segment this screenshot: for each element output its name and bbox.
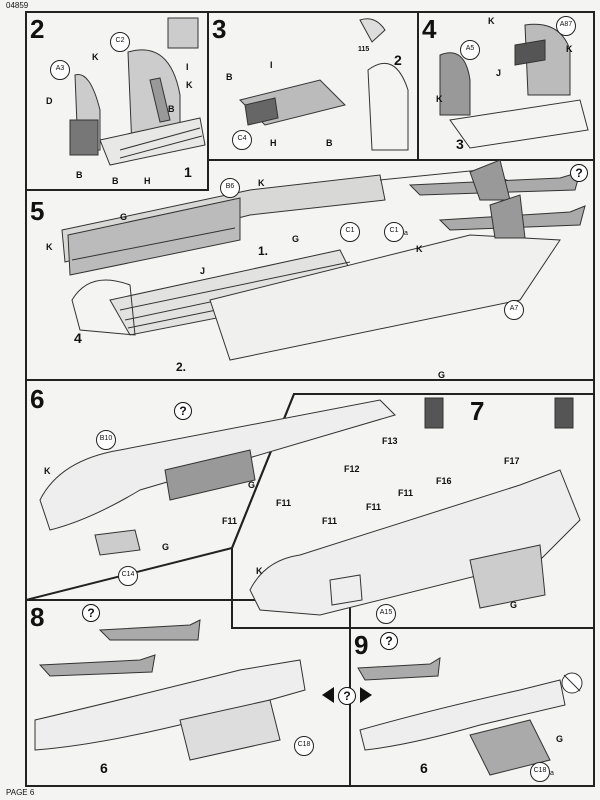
color-tag: H <box>270 138 277 148</box>
help-icon: ? <box>380 632 398 650</box>
color-tag: F12 <box>344 464 360 474</box>
color-tag: G <box>556 734 564 744</box>
step8-parts <box>34 619 306 761</box>
part-suffix: a <box>550 770 554 777</box>
color-tag: K <box>416 244 423 254</box>
color-tag: F13 <box>382 436 398 446</box>
color-tag: K <box>186 80 193 90</box>
step9-parts <box>357 657 583 776</box>
color-tag: F17 <box>504 456 520 466</box>
color-tag: F11 <box>366 502 382 512</box>
color-tag: D <box>46 96 53 106</box>
step-number: 2 <box>30 14 45 44</box>
color-tag: F11 <box>398 488 414 498</box>
step7-parts <box>249 397 581 616</box>
assembly-number: 3 <box>456 136 464 152</box>
panel-frames <box>25 11 595 787</box>
kit-code: 04859 <box>6 1 29 10</box>
step-number: 4 <box>422 14 437 44</box>
assembly-number: 4 <box>74 330 82 346</box>
color-tag: H <box>144 176 151 186</box>
part-label: A5 <box>460 40 480 60</box>
paint-number: 115 <box>358 46 370 53</box>
help-icon: ? <box>174 402 192 420</box>
help-icon: ? <box>82 604 100 622</box>
part-label: C1 <box>384 222 404 242</box>
part-label: A15 <box>376 604 396 624</box>
assembly-number: 6 <box>420 760 428 776</box>
panel-step9 <box>349 627 595 787</box>
color-tag: F11 <box>276 498 292 508</box>
color-tag: K <box>46 242 53 252</box>
part-label: C4 <box>232 130 252 150</box>
assembly-number: 6 <box>100 760 108 776</box>
color-tag: K <box>44 466 51 476</box>
color-tag: K <box>258 178 265 188</box>
part-label: C2 <box>110 32 130 52</box>
part-suffix: a <box>404 230 408 237</box>
color-tag: B <box>326 138 333 148</box>
color-tag: B <box>76 170 83 180</box>
color-tag: F11 <box>322 516 338 526</box>
help-icon: ? <box>570 164 588 182</box>
step6-parts <box>39 397 444 556</box>
color-tag: G <box>510 600 518 610</box>
color-tag: K <box>256 566 263 576</box>
step4-parts <box>439 23 589 149</box>
color-tag: G <box>120 212 128 222</box>
part-label: A87 <box>556 16 576 36</box>
part-label: A7 <box>504 300 524 320</box>
color-tag: B <box>226 72 233 82</box>
step5-parts <box>61 159 586 361</box>
step2-parts <box>69 17 206 166</box>
color-tag: G <box>438 370 446 380</box>
color-tag: F16 <box>436 476 452 486</box>
swap-arrows <box>322 687 372 703</box>
color-tag: G <box>248 480 256 490</box>
color-tag: K <box>566 44 573 54</box>
sub-step: 1. <box>258 244 269 258</box>
color-tag: J <box>200 266 206 276</box>
part-label: B10 <box>96 430 116 450</box>
part-label: C18 <box>530 762 550 782</box>
sub-step: 2. <box>176 360 187 374</box>
assembly-number: 2 <box>394 52 402 68</box>
part-label: B6 <box>220 178 240 198</box>
color-tag: K <box>436 94 443 104</box>
color-tag: B <box>112 176 119 186</box>
step-number: 9 <box>354 630 369 660</box>
step-number: 7 <box>470 396 485 426</box>
part-label: C14 <box>118 566 138 586</box>
part-label: C1 <box>340 222 360 242</box>
part-label: C18 <box>294 736 314 756</box>
color-tag: J <box>496 68 502 78</box>
step-number: 5 <box>30 196 45 226</box>
color-tag: K <box>488 16 495 26</box>
color-tag: I <box>186 62 189 72</box>
step-number: 3 <box>212 14 227 44</box>
page-number: PAGE 6 <box>6 788 35 797</box>
step-number: 8 <box>30 602 45 632</box>
step-number: 6 <box>30 384 45 414</box>
color-tag: G <box>162 542 170 552</box>
color-tag: B <box>168 104 175 114</box>
part-label: A3 <box>50 60 70 80</box>
step3-parts <box>239 18 409 151</box>
color-tag: I <box>270 60 273 70</box>
help-icon: ? <box>338 687 356 705</box>
assembly-number: 1 <box>184 164 192 180</box>
color-tag: G <box>292 234 300 244</box>
color-tag: K <box>92 52 99 62</box>
color-tag: F11 <box>222 516 238 526</box>
